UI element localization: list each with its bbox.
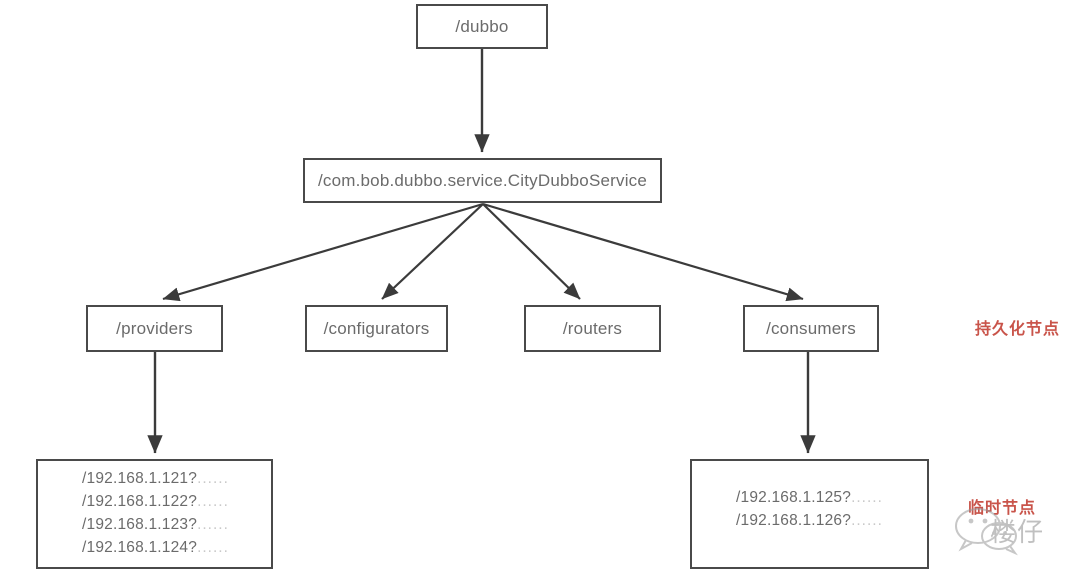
consumer-address: /192.168.1.125? xyxy=(736,489,852,506)
node-dubbo-label: /dubbo xyxy=(455,16,509,36)
node-routers-label: /routers xyxy=(562,318,623,338)
node-providers[interactable]: /providers xyxy=(86,305,223,352)
ellipsis: ...... xyxy=(197,470,229,488)
provider-address: /192.168.1.124? xyxy=(82,538,198,556)
node-service[interactable]: /com.bob.dubbo.service.CityDubboService xyxy=(303,158,662,203)
provider-address: /192.168.1.122? xyxy=(82,493,198,511)
node-configurators[interactable]: /configurators xyxy=(305,305,448,352)
edge-service-to-providers xyxy=(162,202,484,302)
provider-address-list[interactable]: /192.168.1.121?...... /192.168.1.122?...… xyxy=(36,459,273,569)
ellipsis: ...... xyxy=(851,489,883,506)
list-item: /192.168.1.122?...... xyxy=(82,491,271,514)
ellipsis: ...... xyxy=(197,516,229,533)
node-consumers-label: /consumers xyxy=(766,318,856,338)
consumer-address-list[interactable]: /192.168.1.125?...... /192.168.1.126?...… xyxy=(690,459,929,569)
node-configurators-label: /configurators xyxy=(323,318,430,338)
node-consumers[interactable]: /consumers xyxy=(743,305,879,352)
node-routers[interactable]: /routers xyxy=(524,305,661,352)
ellipsis: ...... xyxy=(197,538,229,556)
node-dubbo[interactable]: /dubbo xyxy=(416,4,548,49)
node-service-label: /com.bob.dubbo.service.CityDubboService xyxy=(317,170,648,190)
node-providers-label: /providers xyxy=(116,318,193,338)
consumer-address: /192.168.1.126? xyxy=(736,511,852,529)
list-item: /192.168.1.126?...... xyxy=(736,510,927,533)
edge-service-to-consumers xyxy=(482,202,804,302)
ellipsis: ...... xyxy=(851,511,883,529)
provider-address: /192.168.1.123? xyxy=(82,516,198,533)
annotation-persistent-node: 持久化节点 xyxy=(975,321,1061,338)
list-item: /192.168.1.124?...... xyxy=(82,537,271,560)
list-item: /192.168.1.121?...... xyxy=(82,468,271,491)
edge-service-to-routers xyxy=(482,203,581,300)
provider-address: /192.168.1.121? xyxy=(82,470,198,488)
edge-service-to-configurators xyxy=(381,203,484,300)
annotation-ephemeral-node: 临时节点 xyxy=(968,500,1037,517)
list-item: /192.168.1.123?...... xyxy=(82,514,271,537)
ellipsis: ...... xyxy=(197,493,229,511)
list-item: /192.168.1.125?...... xyxy=(736,487,927,510)
